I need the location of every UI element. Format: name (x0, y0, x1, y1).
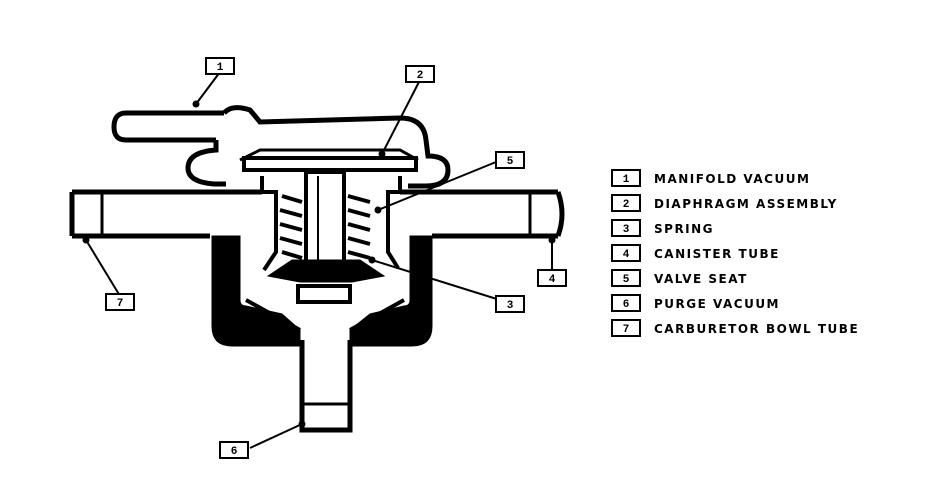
legend-item-label: MANIFOLD VACUUM (654, 172, 810, 186)
legend-item: 7 CARBURETOR BOWL TUBE (611, 319, 859, 337)
callout-5: 5 (495, 151, 525, 169)
callout-7-number: 7 (117, 298, 124, 310)
spring-coils-right (347, 194, 371, 260)
callout-2: 2 (405, 65, 435, 83)
leader-1 (195, 71, 221, 105)
tube-right-end (555, 191, 565, 237)
purge-vacuum-tube (299, 340, 353, 433)
callout-5-number: 5 (507, 156, 514, 168)
valve-cross-section (69, 105, 565, 433)
callout-3-number: 3 (507, 300, 514, 312)
legend-item-number: 5 (623, 274, 630, 286)
legend-item-label: VALVE SEAT (654, 272, 748, 286)
legend: 1 MANIFOLD VACUUM 2 DIAPHRAGM ASSEMBLY 3… (611, 169, 859, 337)
legend-item-number: 2 (623, 199, 630, 211)
valve-nut (296, 284, 352, 304)
leader-arrowheads (82, 100, 556, 428)
legend-item: 1 MANIFOLD VACUUM (611, 169, 810, 187)
leader-lines (85, 71, 553, 449)
funnel-outline (245, 298, 405, 332)
leader-2 (381, 79, 421, 155)
leader-6 (249, 423, 303, 449)
lower-body-right (349, 235, 433, 347)
legend-item-number: 7 (623, 324, 630, 336)
legend-item: 2 DIAPHRAGM ASSEMBLY (611, 194, 838, 212)
spring-chamber (260, 176, 402, 272)
callout-7: 7 (105, 293, 135, 311)
diaphragm-plate (242, 156, 418, 172)
leader-5 (377, 161, 497, 211)
legend-item-label: SPRING (654, 222, 714, 236)
legend-item-label: CANISTER TUBE (654, 247, 780, 261)
legend-item-label: CARBURETOR BOWL TUBE (654, 322, 859, 336)
callout-6: 6 (219, 441, 249, 459)
legend-item: 6 PURGE VACUUM (611, 294, 780, 312)
legend-item: 5 VALVE SEAT (611, 269, 748, 287)
legend-item-label: PURGE VACUUM (654, 297, 780, 311)
diaphragm-housing (185, 105, 451, 189)
callout-1: 1 (205, 57, 235, 75)
legend-item: 4 CANISTER TUBE (611, 244, 780, 262)
legend-item: 3 SPRING (611, 219, 714, 237)
callout-2-number: 2 (417, 70, 424, 82)
legend-item-number: 4 (623, 249, 630, 261)
legend-item-number: 3 (623, 224, 630, 236)
diaphragm-housing-inner (239, 148, 419, 162)
valve-poppet (266, 259, 386, 283)
legend-item-number: 1 (623, 174, 630, 186)
callout-6-number: 6 (231, 446, 238, 458)
callout-3: 3 (495, 295, 525, 313)
callout-1-number: 1 (217, 62, 224, 74)
callout-4-number: 4 (549, 274, 556, 286)
leader-7 (85, 239, 121, 297)
spring-coils-left (279, 194, 303, 260)
legend-item-label: DIAPHRAGM ASSEMBLY (654, 197, 838, 211)
legend-item-number: 6 (623, 299, 630, 311)
leader-3 (371, 259, 501, 301)
valve-stem (304, 170, 346, 274)
manifold-vacuum-tube (111, 110, 224, 143)
callout-4: 4 (537, 269, 567, 287)
